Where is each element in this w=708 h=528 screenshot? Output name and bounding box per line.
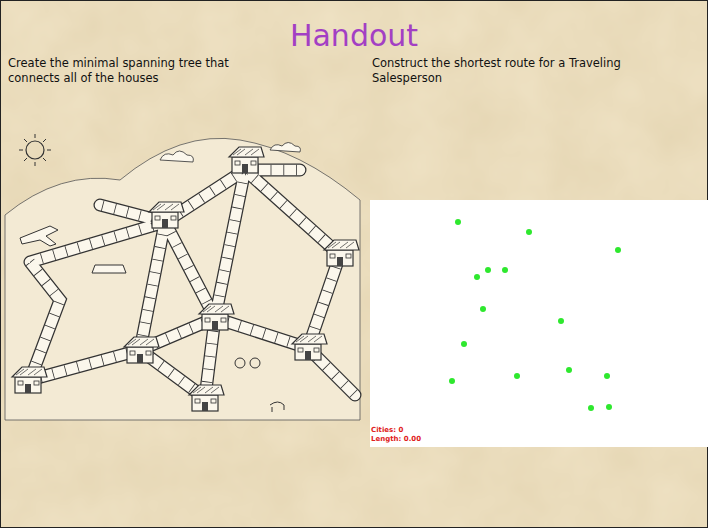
city-dot (474, 274, 480, 280)
city-dot (588, 405, 594, 411)
city-dot (480, 306, 486, 312)
airplane (20, 226, 58, 246)
status-text: Cities: 0 (371, 426, 421, 435)
house (292, 334, 327, 360)
instruction-text: Construct the shortest route for a Trave… (372, 56, 624, 86)
house (149, 202, 184, 228)
house (189, 385, 224, 411)
slide-title: Handout (0, 18, 708, 54)
city-dot (615, 247, 621, 253)
bicycle-wheel (250, 358, 260, 368)
bicycle-wheel (235, 358, 245, 368)
road-stones (30, 170, 355, 398)
cities (449, 219, 621, 411)
city-dot (604, 373, 610, 379)
city-dot (558, 318, 564, 324)
town-illustration (5, 134, 360, 420)
status-readout: Cities: 0Length: 0.00 (371, 426, 421, 444)
sun-rays (19, 134, 51, 166)
road-outline (30, 170, 355, 398)
house (124, 337, 159, 363)
stone-joint (30, 170, 355, 398)
instruction-text: Create the minimal spanning tree that co… (8, 56, 240, 86)
city-dot (485, 267, 491, 273)
road-fill (30, 170, 355, 398)
house (229, 147, 264, 173)
cloud (160, 151, 193, 162)
bus (92, 265, 126, 273)
status-text: Length: 0.00 (371, 435, 421, 444)
city-dot (449, 378, 455, 384)
city-dot (461, 341, 467, 347)
city-dot (566, 367, 572, 373)
house (12, 367, 47, 393)
tsp-canvas (370, 200, 708, 447)
city-dot (455, 219, 461, 225)
road-edge (30, 170, 355, 398)
roads (30, 170, 355, 398)
city-dot (514, 373, 520, 379)
house (199, 304, 234, 330)
tsp-panel (370, 200, 708, 447)
cloud (270, 143, 300, 153)
hills (5, 138, 360, 420)
tsp-canvas-panel: Cities: 0Length: 0.00 (370, 200, 708, 447)
sun (26, 141, 44, 159)
road-surface (30, 170, 355, 398)
city-dot (502, 267, 508, 273)
house (324, 240, 359, 266)
city-dot (526, 229, 532, 235)
horse (270, 402, 284, 412)
city-dot (606, 404, 612, 410)
